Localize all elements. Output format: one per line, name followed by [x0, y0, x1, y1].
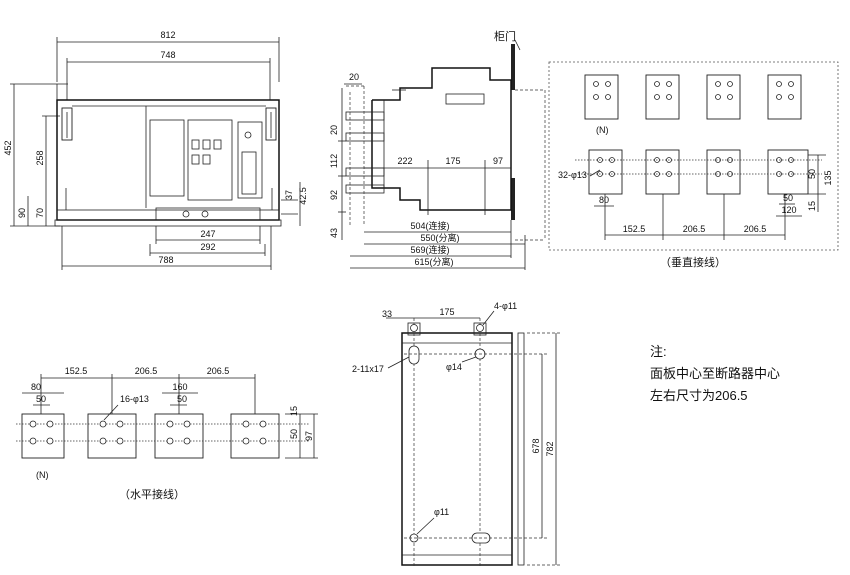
- dim-504: 504(连接): [410, 220, 449, 231]
- vert-dim-15: 15: [807, 201, 817, 211]
- vertical-bar-bottom-row: [588, 149, 809, 195]
- mount-dia-11: φ11: [434, 507, 449, 517]
- dim-70: 70: [35, 208, 45, 218]
- horizontal-connection-panel: 80 50 152.5 206.5 206.5 16-φ13 160 50 15…: [16, 366, 318, 501]
- vert-dim-152-5: 152.5: [623, 224, 646, 234]
- dim-175: 175: [445, 156, 460, 166]
- mount-dia-14: φ14: [446, 362, 462, 372]
- dim-258: 258: [35, 150, 45, 165]
- dim-569: 569(连接): [410, 244, 449, 255]
- dim-43: 43: [329, 228, 339, 238]
- vert-dim-80: 80: [599, 195, 609, 205]
- vertical-connection-title: （垂直接线）: [660, 255, 726, 269]
- notes: 注: 面板中心至断路器中心 左右尺寸为206.5: [650, 344, 780, 403]
- dim-20a: 20: [349, 72, 359, 82]
- mount-dim-678: 678: [531, 438, 541, 453]
- horiz-dim-80: 80: [31, 382, 41, 392]
- note-line-1: 面板中心至断路器中心: [650, 366, 780, 381]
- mount-dim-175: 175: [439, 307, 454, 317]
- dim-292: 292: [200, 242, 215, 252]
- mount-slot-spec: 2-11x17: [352, 364, 384, 374]
- dim-92: 92: [329, 190, 339, 200]
- side-view: 柜门 20 20 112 92 43 222 175 97: [329, 29, 546, 270]
- front-view: 812 748 452 258 90 70: [3, 30, 308, 270]
- vertical-holes: [593, 81, 794, 177]
- note-heading: 注:: [650, 344, 667, 359]
- dim-42-5: 42.5: [298, 187, 308, 205]
- vertical-bar-top-row: [584, 74, 802, 120]
- horiz-dim-97: 97: [304, 431, 314, 441]
- horiz-dim-50b: 50: [177, 394, 187, 404]
- horizontal-connection-title: （水平接线）: [119, 487, 185, 501]
- vert-dim-206-5b: 206.5: [744, 224, 767, 234]
- dim-788: 788: [158, 255, 173, 265]
- dim-550: 550(分离): [420, 232, 459, 243]
- horiz-hole-spec: 16-φ13: [120, 394, 149, 404]
- note-line-2: 左右尺寸为206.5: [650, 388, 748, 403]
- horiz-dim-206-5b: 206.5: [207, 366, 230, 376]
- dim-748: 748: [160, 50, 175, 60]
- horiz-dim-15: 15: [289, 406, 299, 416]
- dim-112: 112: [329, 154, 339, 168]
- horiz-dim-206-5a: 206.5: [135, 366, 158, 376]
- horiz-dim-160: 160: [172, 382, 187, 392]
- door-label: 柜门: [494, 29, 516, 43]
- vert-dim-206-5a: 206.5: [683, 224, 706, 234]
- mount-dim-782: 782: [545, 441, 555, 456]
- dim-452: 452: [3, 140, 13, 155]
- dim-247: 247: [200, 229, 215, 239]
- vert-n-label: (N): [596, 125, 609, 135]
- vertical-connection-panel: (N) 32-φ13 80 152.5 206.5 206.5 50 120 1…: [548, 61, 839, 269]
- dim-615: 615(分离): [414, 256, 453, 267]
- vert-dim-50v: 50: [807, 169, 817, 179]
- horiz-n-label: (N): [36, 470, 49, 480]
- horiz-dim-152-5: 152.5: [65, 366, 88, 376]
- mount-dim-33: 33: [382, 309, 392, 319]
- dim-37: 37: [284, 190, 294, 200]
- vert-dim-50: 50: [783, 193, 793, 203]
- horiz-dim-50v: 50: [289, 429, 299, 439]
- mounting-view: 33 175 4-φ11 2-11x17 φ14 678 782 φ11: [352, 301, 560, 568]
- vert-dim-135: 135: [823, 170, 833, 185]
- dim-812: 812: [160, 30, 175, 40]
- vert-dim-120: 120: [781, 205, 796, 215]
- dim-97: 97: [493, 156, 503, 166]
- dim-90: 90: [17, 208, 27, 218]
- mount-hole-spec: 4-φ11: [494, 301, 517, 311]
- vert-hole-spec: 32-φ13: [558, 170, 587, 180]
- dim-222: 222: [397, 156, 412, 166]
- horizontal-holes: [29, 420, 267, 445]
- dim-20b: 20: [329, 125, 339, 135]
